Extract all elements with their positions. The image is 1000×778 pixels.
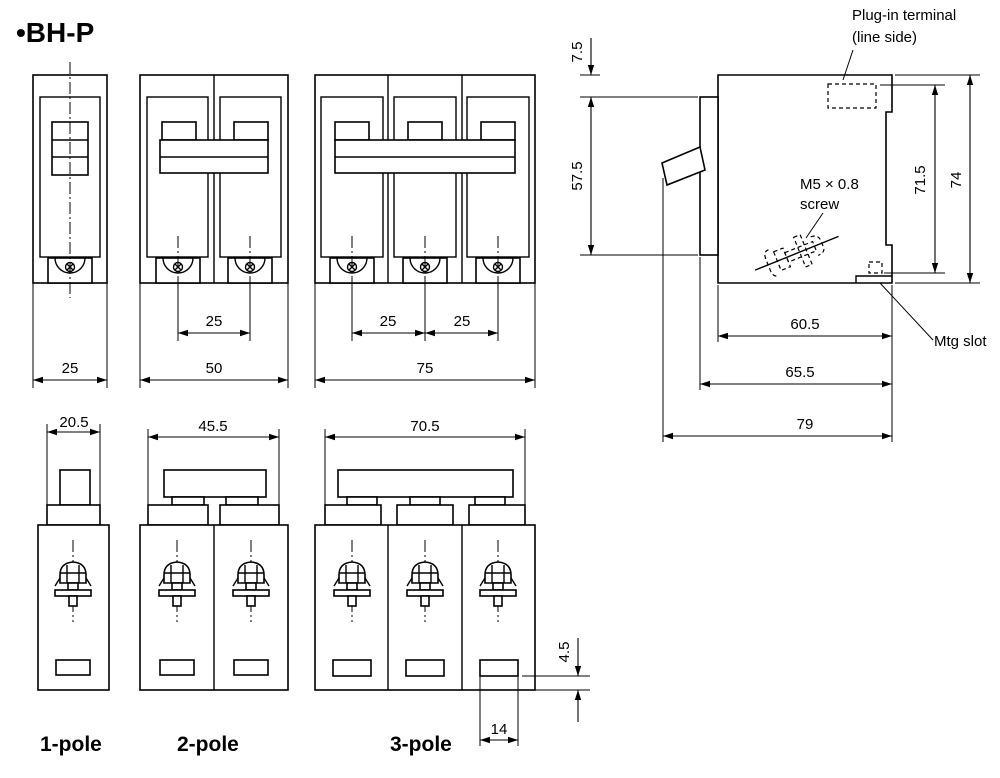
side-view: 7.5 57.5 71.5 74 60.5 65.5 79 Plug-in te… — [569, 7, 987, 442]
plug-in-terminal-label-line1: Plug-in terminal — [852, 7, 956, 24]
bottom-view-3-pole: 70.5 14 4.5 — [314, 418, 590, 746]
top-step — [468, 504, 526, 526]
plug-in-terminal-hidden — [827, 83, 877, 109]
slot-offset-dimension-label: 4.5 — [556, 642, 573, 663]
screw-head — [772, 247, 792, 272]
pitch-dimension-label-1: 25 — [380, 313, 397, 330]
top-step — [396, 504, 454, 526]
pole-dividers — [387, 525, 463, 690]
right-extension-lines — [880, 74, 980, 284]
body-outline — [314, 74, 536, 284]
label-2-pole: 2-pole — [177, 733, 239, 756]
screw-shank — [784, 240, 818, 263]
connector — [225, 496, 259, 506]
mtg-slot-label: Mtg slot — [934, 333, 987, 350]
connector — [409, 496, 441, 506]
screw-leader — [805, 212, 824, 239]
top-step — [324, 504, 382, 526]
overall-depth-label: 79 — [797, 416, 814, 433]
front-face — [699, 96, 719, 256]
top-step — [147, 504, 209, 526]
handle-knob — [59, 469, 91, 506]
screw-clamp — [764, 249, 780, 277]
screw-axis — [754, 235, 839, 271]
plug-slot — [55, 659, 91, 676]
plug-slot — [405, 659, 445, 677]
screw-nut — [810, 235, 825, 256]
page-title: •BH-P — [16, 17, 94, 48]
slot-width-extension-lines — [479, 676, 519, 746]
body-outline — [717, 74, 893, 284]
plug-slot — [332, 659, 372, 677]
centerlines — [177, 236, 251, 283]
front-view-1-pole: 25 — [32, 62, 108, 388]
body-depth-label: 60.5 — [790, 316, 819, 333]
connector — [346, 496, 378, 506]
extension-lines — [32, 283, 108, 388]
top-step — [46, 504, 101, 526]
extension-lines — [139, 283, 289, 388]
handle — [661, 145, 706, 187]
screw-side-hidden — [754, 233, 839, 277]
handle-top — [334, 121, 370, 141]
extension-lines — [147, 429, 280, 505]
pitch-dimension-label: 25 — [206, 313, 223, 330]
width-dimension-label: 45.5 — [198, 418, 227, 435]
handle-top — [161, 121, 197, 141]
top-step — [219, 504, 280, 526]
extension-lines — [324, 429, 526, 505]
slot-width-dimension-label: 14 — [491, 721, 508, 738]
overall-height-label: 74 — [948, 172, 965, 189]
top-offset-label: 7.5 — [569, 42, 586, 63]
width-dimension-label: 50 — [206, 360, 223, 377]
front-height-label: 57.5 — [569, 161, 586, 190]
width-dimension-label: 70.5 — [410, 418, 439, 435]
screw-label-line2: screw — [800, 196, 839, 213]
handle-top — [480, 121, 516, 141]
label-3-pole: 3-pole — [390, 733, 452, 756]
mounting-notch — [855, 275, 892, 283]
plug-in-terminal-label-line2: (line side) — [852, 29, 917, 46]
bottom-extension-lines — [662, 178, 893, 442]
pole-dividers — [387, 75, 463, 283]
bottom-view-1-pole: 20.5 — [37, 414, 110, 691]
mtg-slot-leader — [879, 282, 934, 341]
front-view-3-pole: 25 25 75 — [314, 74, 536, 388]
screw-label-line1: M5 × 0.8 — [800, 176, 859, 193]
extension-lines — [314, 283, 536, 388]
width-dimension-label: 75 — [417, 360, 434, 377]
bottom-view-2-pole: 45.5 — [139, 418, 289, 691]
inner-height-label: 71.5 — [912, 165, 929, 194]
connector — [171, 496, 205, 506]
handle-top — [407, 121, 443, 141]
centerlines — [351, 236, 499, 283]
handle-top — [233, 121, 269, 141]
plug-slot — [159, 659, 195, 676]
left-extension-lines — [580, 74, 698, 256]
plug-slot — [479, 659, 519, 677]
front-view-2-pole: 25 50 — [139, 74, 289, 388]
handle-tie-bar — [163, 469, 267, 498]
label-1-pole: 1-pole — [40, 733, 102, 756]
mounting-slot-hidden — [868, 261, 883, 274]
handle-tie-bar — [337, 469, 514, 498]
screw-washer — [792, 233, 813, 268]
connector — [474, 496, 506, 506]
width-dimension-label: 25 — [62, 360, 79, 377]
front-depth-label: 65.5 — [785, 364, 814, 381]
extension-lines — [46, 424, 101, 505]
pitch-dimension-label-2: 25 — [454, 313, 471, 330]
plug-in-terminal-leader — [842, 49, 854, 81]
width-dimension-label: 20.5 — [59, 414, 88, 431]
plug-slot — [233, 659, 269, 676]
